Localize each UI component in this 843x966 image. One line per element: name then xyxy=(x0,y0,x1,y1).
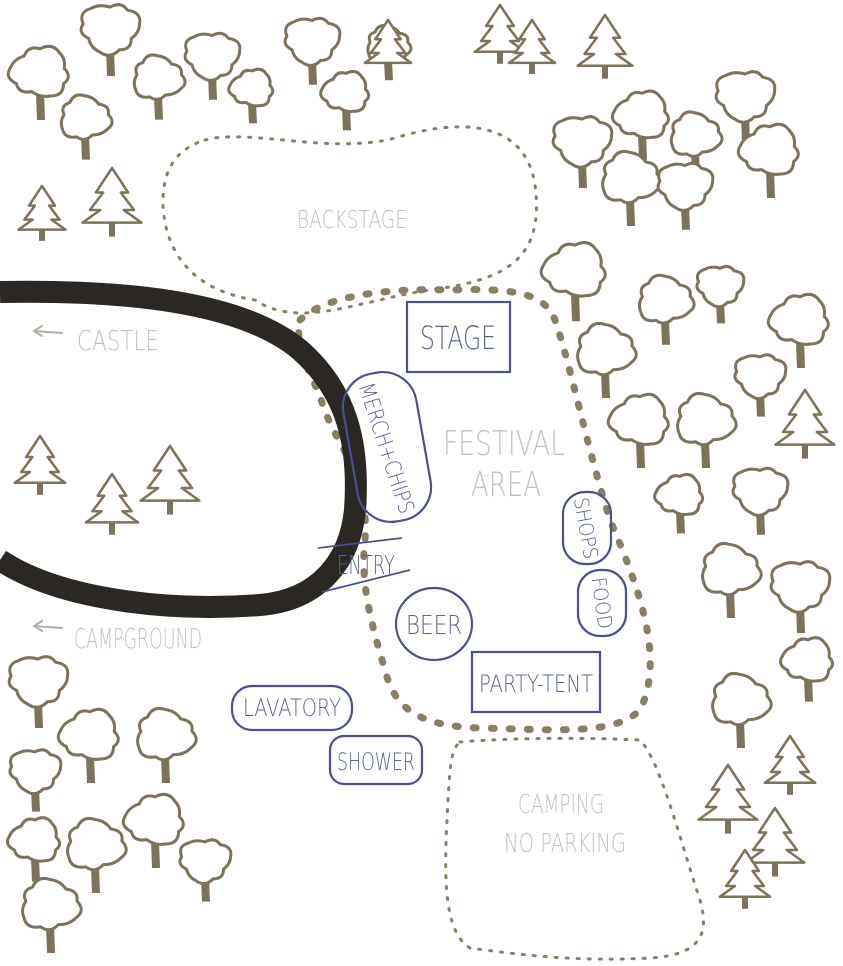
deciduous-tree-icon xyxy=(66,816,128,893)
stage-box[interactable] xyxy=(405,300,512,374)
conifer-tree-icon xyxy=(718,848,772,909)
arrow-left-icon xyxy=(32,325,63,337)
campground-label: CAMPGROUND xyxy=(74,622,202,655)
deciduous-tree-icon xyxy=(21,876,83,953)
camping-label-line1: CAMPING xyxy=(518,790,604,820)
castle-label: CASTLE xyxy=(77,324,159,357)
conifer-tree-icon xyxy=(507,18,557,74)
deciduous-tree-icon xyxy=(695,264,746,324)
festival-area-outline xyxy=(295,286,654,734)
deciduous-tree-icon xyxy=(7,655,70,728)
shower-label: SHOWER xyxy=(337,748,415,776)
deciduous-tree-icon xyxy=(653,472,705,534)
deciduous-tree-icon xyxy=(178,838,233,902)
deciduous-tree-icon xyxy=(656,161,715,230)
backstage-zone-outline xyxy=(161,125,538,315)
deciduous-tree-icon xyxy=(5,816,62,882)
conifer-tree-icon xyxy=(744,806,806,877)
deciduous-tree-icon xyxy=(319,69,371,131)
deciduous-tree-icon xyxy=(714,70,777,143)
deciduous-tree-icon xyxy=(8,748,63,812)
shops-label: SHOPS xyxy=(569,496,603,561)
deciduous-tree-icon xyxy=(778,636,835,702)
deciduous-tree-icon xyxy=(183,31,242,100)
shower-box[interactable] xyxy=(328,734,424,786)
deciduous-tree-icon xyxy=(227,67,275,124)
lavatory-box[interactable] xyxy=(230,684,354,732)
food-box[interactable] xyxy=(576,568,628,638)
deciduous-tree-icon xyxy=(121,792,185,868)
deciduous-tree-icon xyxy=(736,122,800,198)
deciduous-tree-icon xyxy=(606,392,670,468)
deciduous-tree-icon xyxy=(132,53,187,120)
food-label: FOOD xyxy=(586,576,617,631)
deciduous-tree-icon xyxy=(731,466,790,535)
backstage-label: BACKSTAGE xyxy=(297,205,407,234)
deciduous-tree-icon xyxy=(6,44,70,120)
conifer-tree-icon xyxy=(576,13,634,79)
deciduous-tree-icon xyxy=(136,706,198,783)
shops-box[interactable] xyxy=(561,490,613,566)
deciduous-tree-icon xyxy=(610,89,670,160)
conifer-tree-icon xyxy=(13,434,67,495)
deciduous-tree-icon xyxy=(637,273,696,345)
conifer-tree-icon xyxy=(363,18,413,74)
road xyxy=(0,280,367,618)
deciduous-tree-icon xyxy=(769,560,832,633)
party-tent-label: PARTY-TENT xyxy=(479,670,593,698)
merch-chips-box[interactable] xyxy=(338,367,437,528)
deciduous-tree-icon xyxy=(766,292,830,368)
deciduous-tree-icon xyxy=(551,115,614,188)
beer-box[interactable] xyxy=(394,586,474,662)
entry-label: ENTRY xyxy=(337,551,395,581)
trees xyxy=(5,3,836,953)
entry-mark-top xyxy=(317,537,403,549)
deciduous-tree-icon xyxy=(711,671,773,748)
conifer-tree-icon xyxy=(17,184,67,241)
conifer-tree-icon xyxy=(763,734,817,795)
deciduous-tree-icon xyxy=(56,707,120,783)
conifer-tree-icon xyxy=(774,388,836,459)
deciduous-tree-icon xyxy=(79,3,142,76)
stage-label: STAGE xyxy=(420,319,496,357)
arrow-left-icon xyxy=(32,620,63,632)
beer-label: BEER xyxy=(406,611,462,641)
conifer-tree-icon xyxy=(139,444,201,515)
lavatory-label: LAVATORY xyxy=(243,694,341,722)
deciduous-tree-icon xyxy=(676,391,738,468)
entry-mark-bottom xyxy=(321,569,411,593)
conifer-tree-icon xyxy=(81,166,143,237)
party-tent-box[interactable] xyxy=(470,650,602,714)
festival-area-label-line1: FESTIVAL xyxy=(443,424,565,464)
deciduous-tree-icon xyxy=(701,541,763,618)
conifer-tree-icon xyxy=(473,3,527,64)
deciduous-tree-icon xyxy=(576,321,638,398)
deciduous-tree-icon xyxy=(601,149,663,226)
deciduous-tree-icon xyxy=(733,353,788,417)
deciduous-tree-icon xyxy=(283,16,342,85)
deciduous-tree-icon xyxy=(59,93,114,160)
deciduous-tree-icon xyxy=(539,241,607,322)
camping-label-line2: NO PARKING xyxy=(504,829,626,859)
conifer-tree-icon xyxy=(697,763,759,834)
festival-area-label-line2: AREA xyxy=(471,465,541,505)
conifer-tree-icon xyxy=(84,472,140,535)
